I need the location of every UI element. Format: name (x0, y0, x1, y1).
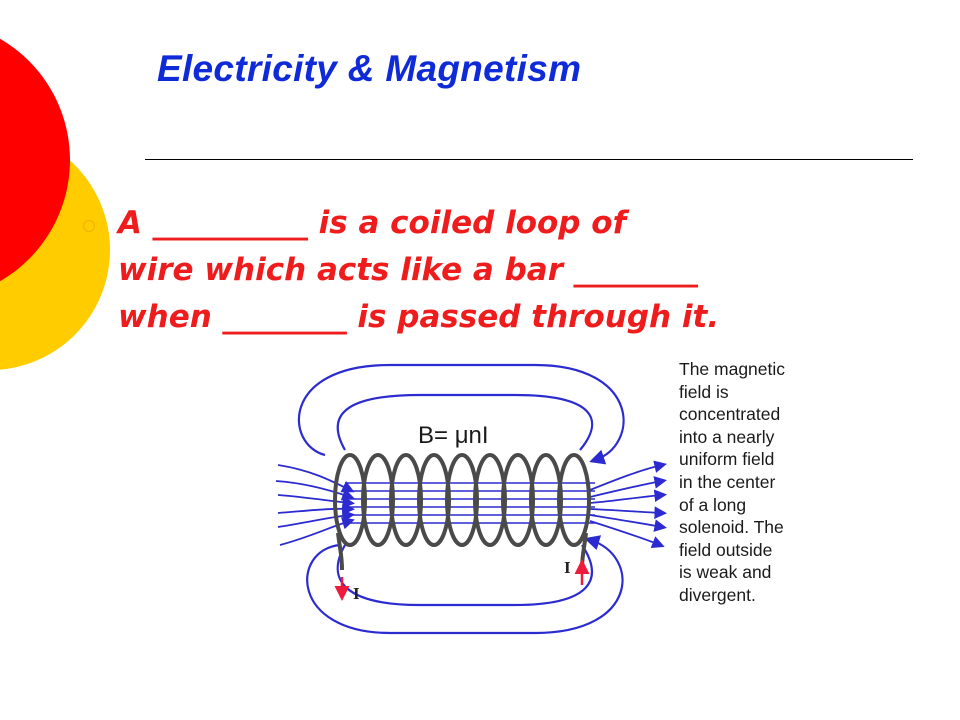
current-label-left: I (353, 584, 360, 603)
slide-title: Electricity & Magnetism (157, 48, 582, 89)
caption-line: solenoid. The (679, 517, 784, 538)
decorative-circles (0, 38, 110, 370)
formula-label: B= μnI (418, 422, 489, 449)
field-lines-inner (345, 482, 595, 524)
caption-line: The magnetic (679, 359, 786, 379)
body-line: A __________ is a coiled loop of (118, 205, 627, 241)
body-line: wire which acts like a bar ________ (118, 252, 698, 288)
caption-line: field outside (679, 539, 773, 560)
solenoid-coil (333, 453, 591, 571)
red-circle (0, 38, 70, 282)
current-label-right: I (564, 558, 571, 577)
caption-line: field is (679, 381, 729, 402)
body-line: when ________ is passed through it. (118, 299, 720, 335)
bullet-icon (83, 220, 95, 232)
solenoid-diagram: B= μnI I I (275, 363, 668, 635)
caption-line: divergent. (679, 584, 756, 605)
caption-line: in the center (679, 471, 776, 492)
field-lines-fan (275, 460, 668, 549)
caption-line: concentrated (679, 404, 781, 425)
caption-line: uniform field (679, 449, 775, 470)
caption-line: of a long (679, 494, 747, 515)
slide-body: A __________ is a coiled loop of wire wh… (118, 200, 938, 341)
current-arrows (334, 559, 590, 601)
caption-line: into a nearly (679, 426, 775, 447)
diagram-caption: The magnetic field is concentrated into … (679, 358, 839, 607)
field-lines-outer (297, 363, 625, 635)
title-divider (145, 159, 913, 160)
caption-line: is weak and (679, 562, 772, 583)
